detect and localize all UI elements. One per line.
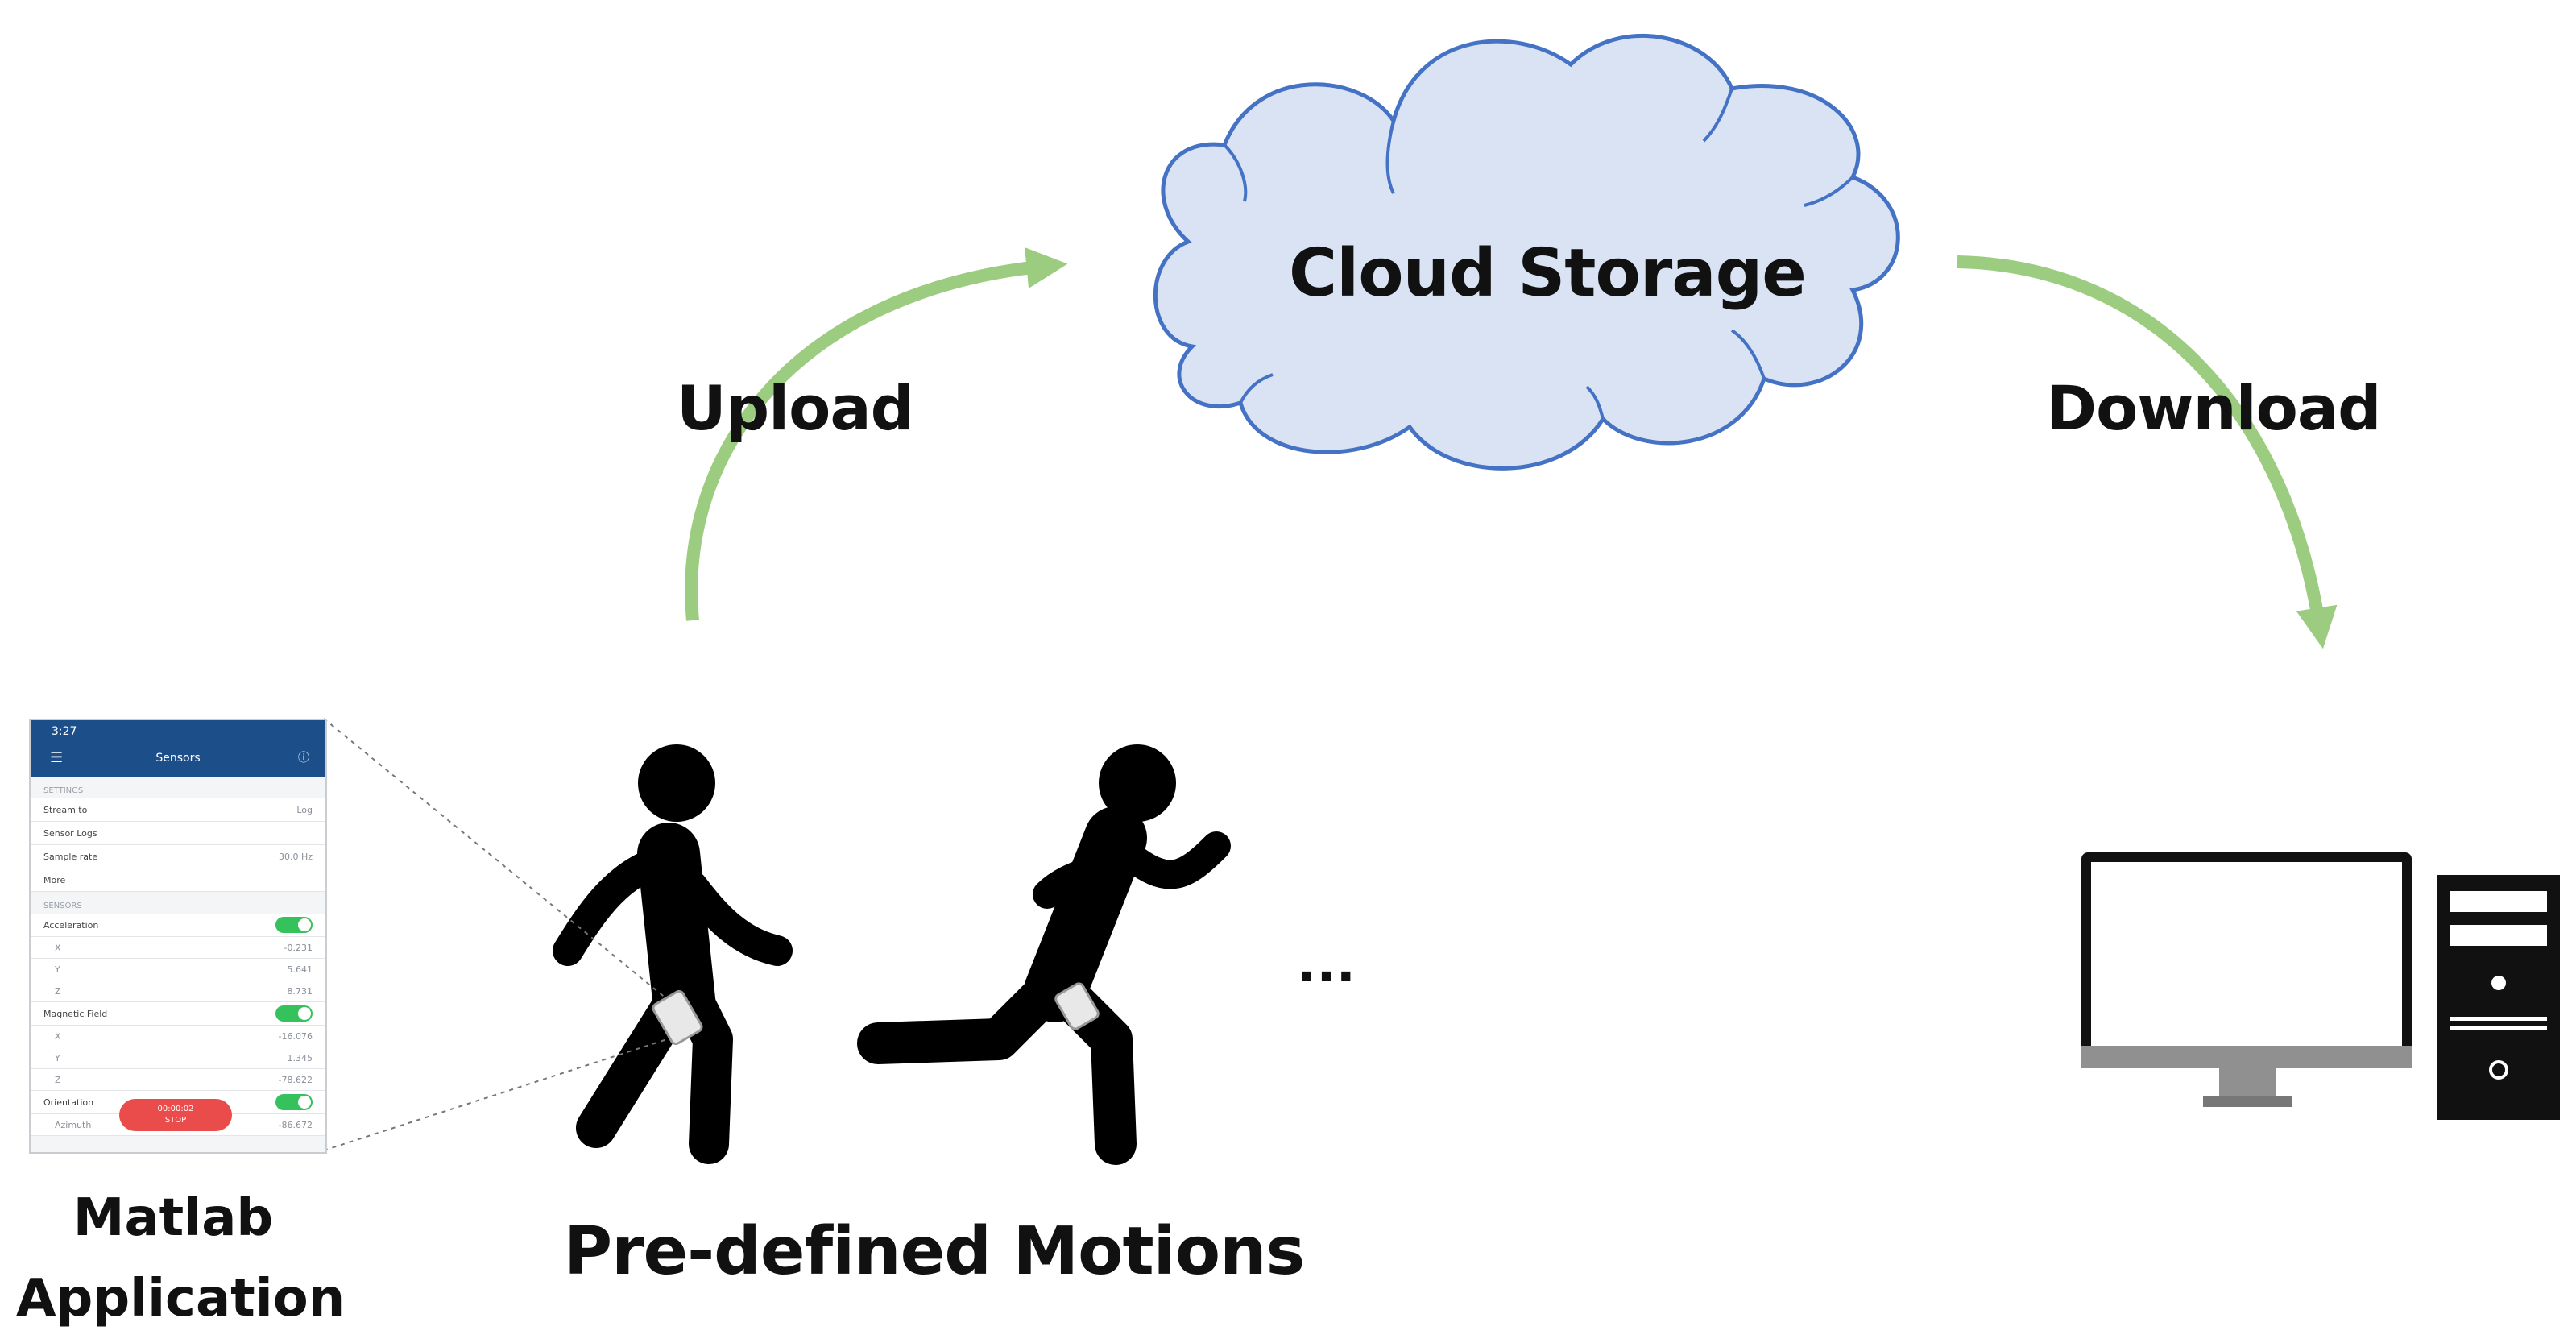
magnetic-field-toggle[interactable] — [275, 1005, 313, 1022]
sensor-value-row: X-16.076 — [31, 1026, 325, 1047]
zoom-lines — [323, 718, 668, 1151]
magnetic-field-row: Magnetic Field — [31, 1002, 325, 1026]
running-person-icon — [857, 744, 1231, 1165]
app-title: Sensors — [155, 752, 201, 765]
settings-row[interactable]: More — [31, 868, 325, 892]
status-time: 3:27 — [52, 725, 77, 738]
app-header: ☰ Sensors ⓘ — [31, 744, 325, 777]
more-motions-ellipsis: ... — [1297, 935, 1356, 994]
pre-defined-motions-label: Pre-defined Motions — [564, 1213, 1305, 1290]
orientation-toggle[interactable] — [275, 1094, 313, 1110]
settings-row[interactable]: Sensor Logs — [31, 822, 325, 845]
walking-person-icon — [553, 744, 793, 1164]
app-label-line1: Matlab — [72, 1188, 274, 1248]
stop-button[interactable]: 00:00:02 STOP — [119, 1099, 232, 1131]
settings-header: SETTINGS — [43, 786, 84, 795]
download-label: Download — [2046, 372, 2382, 444]
tower-icon — [2437, 875, 2560, 1120]
sensor-device-icon — [652, 989, 703, 1046]
sensor-value-row: X-0.231 — [31, 937, 325, 959]
stop-timer: 00:00:02 — [157, 1105, 194, 1113]
acceleration-toggle[interactable] — [275, 917, 313, 933]
menu-icon[interactable]: ☰ — [50, 749, 64, 766]
stop-label: STOP — [164, 1116, 187, 1125]
sensor-device-icon — [1054, 982, 1100, 1030]
status-bar: 3:27 — [31, 720, 325, 744]
sensors-header: SENSORS — [43, 902, 82, 910]
help-icon[interactable]: ⓘ — [298, 752, 309, 765]
upload-arrow — [685, 247, 1068, 621]
matlab-application-label: Matlab Application — [16, 1178, 346, 1339]
upload-label: Upload — [677, 372, 914, 444]
download-arrow — [1957, 255, 2338, 649]
app-label-line2: Application — [16, 1269, 346, 1329]
cloud-storage-icon — [1153, 33, 1900, 471]
sensor-value-row: Z-78.622 — [31, 1069, 325, 1091]
computer-icon — [2081, 852, 2560, 1120]
acceleration-row: Acceleration — [31, 914, 325, 937]
cloud-storage-label: Cloud Storage — [1289, 235, 1807, 312]
